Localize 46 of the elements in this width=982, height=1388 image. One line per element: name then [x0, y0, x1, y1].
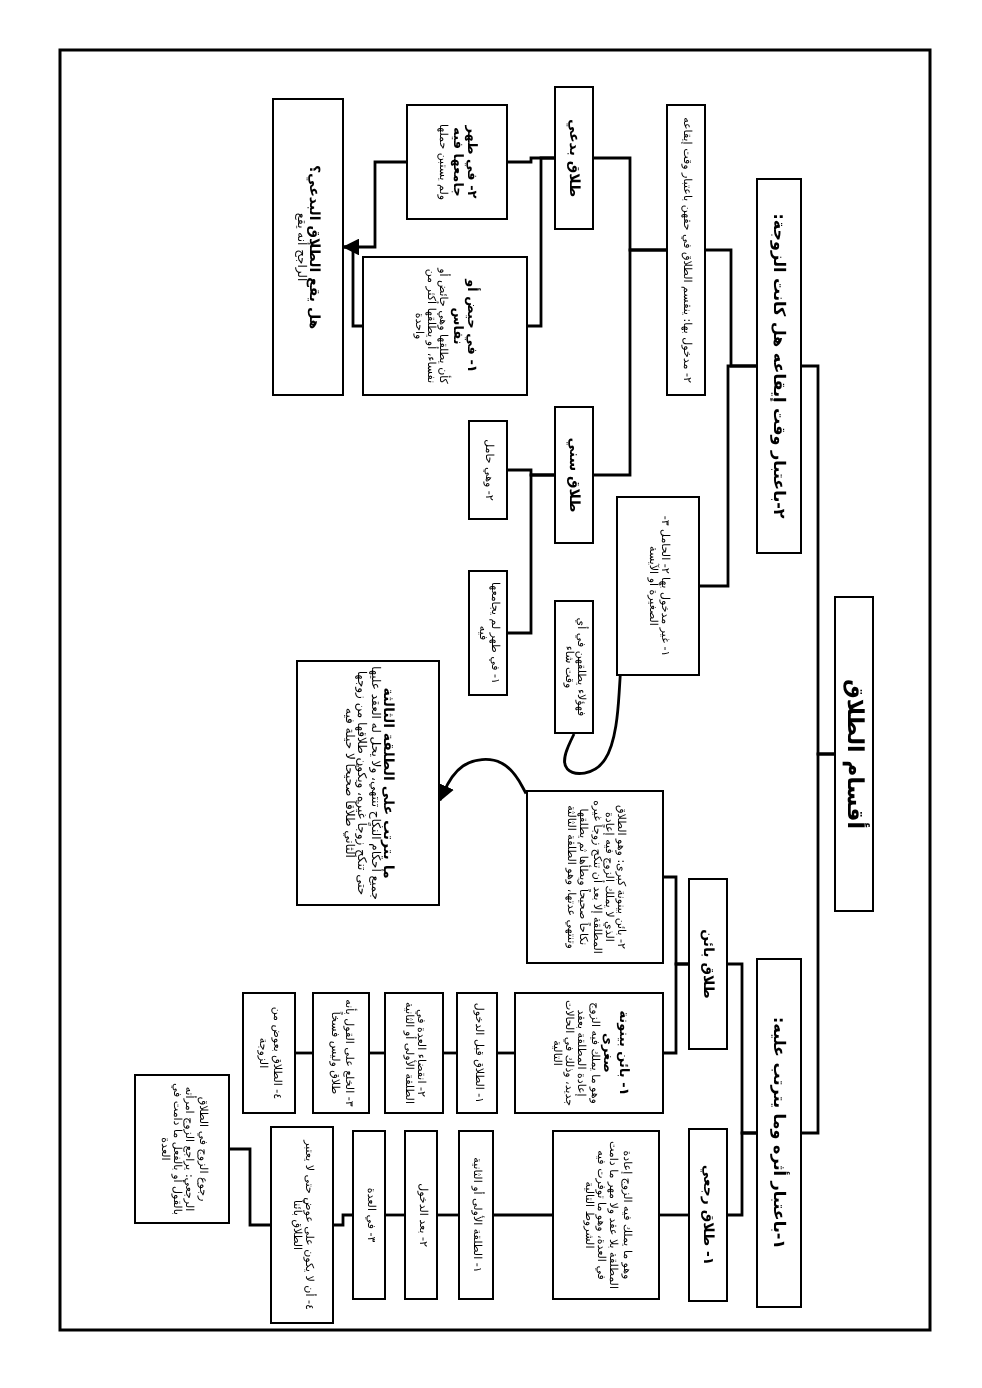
category-box: [756, 958, 802, 1308]
text-box: [552, 1130, 660, 1300]
text-box: [406, 104, 508, 220]
text-box: [666, 104, 706, 396]
text-box: [134, 1074, 230, 1224]
connector-line: [802, 752, 834, 1135]
text-box: [458, 1130, 494, 1300]
arrow: [438, 758, 528, 802]
text-box: [352, 1130, 386, 1300]
connector-line: [334, 1213, 352, 1227]
connector-line: [438, 1213, 458, 1217]
text-box: [384, 992, 444, 1114]
connector-line: [563, 675, 622, 775]
connector-line: [230, 1147, 270, 1227]
text-box: [270, 1126, 334, 1324]
category-label: ٢-باعتبار وقت إيقاعه هل كانت الزوجة:: [769, 213, 789, 519]
text-box: [468, 570, 508, 696]
text-box: [362, 256, 528, 396]
category-box: [554, 86, 594, 230]
text-box: [554, 600, 594, 734]
title-box: [834, 596, 874, 912]
arrow: [342, 160, 406, 256]
category-box: [688, 1128, 728, 1302]
connector-line: [494, 1213, 552, 1217]
connector-line: [728, 1131, 756, 1217]
connector-line: [664, 962, 688, 1055]
text-box: [272, 98, 344, 396]
connector-line: [594, 248, 666, 477]
connector-line: [660, 1213, 688, 1217]
connector-line: [700, 364, 756, 588]
text-box: [242, 992, 296, 1114]
category-label: ١-باعتبار أثره وما يترتب عليه:: [769, 1016, 789, 1250]
connector-line: [528, 156, 554, 328]
text-box: [468, 420, 508, 520]
category-box: [756, 178, 802, 554]
text-box: [312, 992, 370, 1114]
category-box: [688, 878, 728, 1050]
text-box: [514, 992, 664, 1114]
category-box: [554, 406, 594, 544]
text-box: [296, 660, 440, 906]
text-box: [456, 992, 498, 1114]
text-box: [616, 496, 700, 676]
text-box: [404, 1130, 438, 1300]
text-box: [526, 790, 664, 964]
connector-line: [508, 473, 554, 635]
category-label: أقسام الطلاق: [841, 679, 867, 829]
